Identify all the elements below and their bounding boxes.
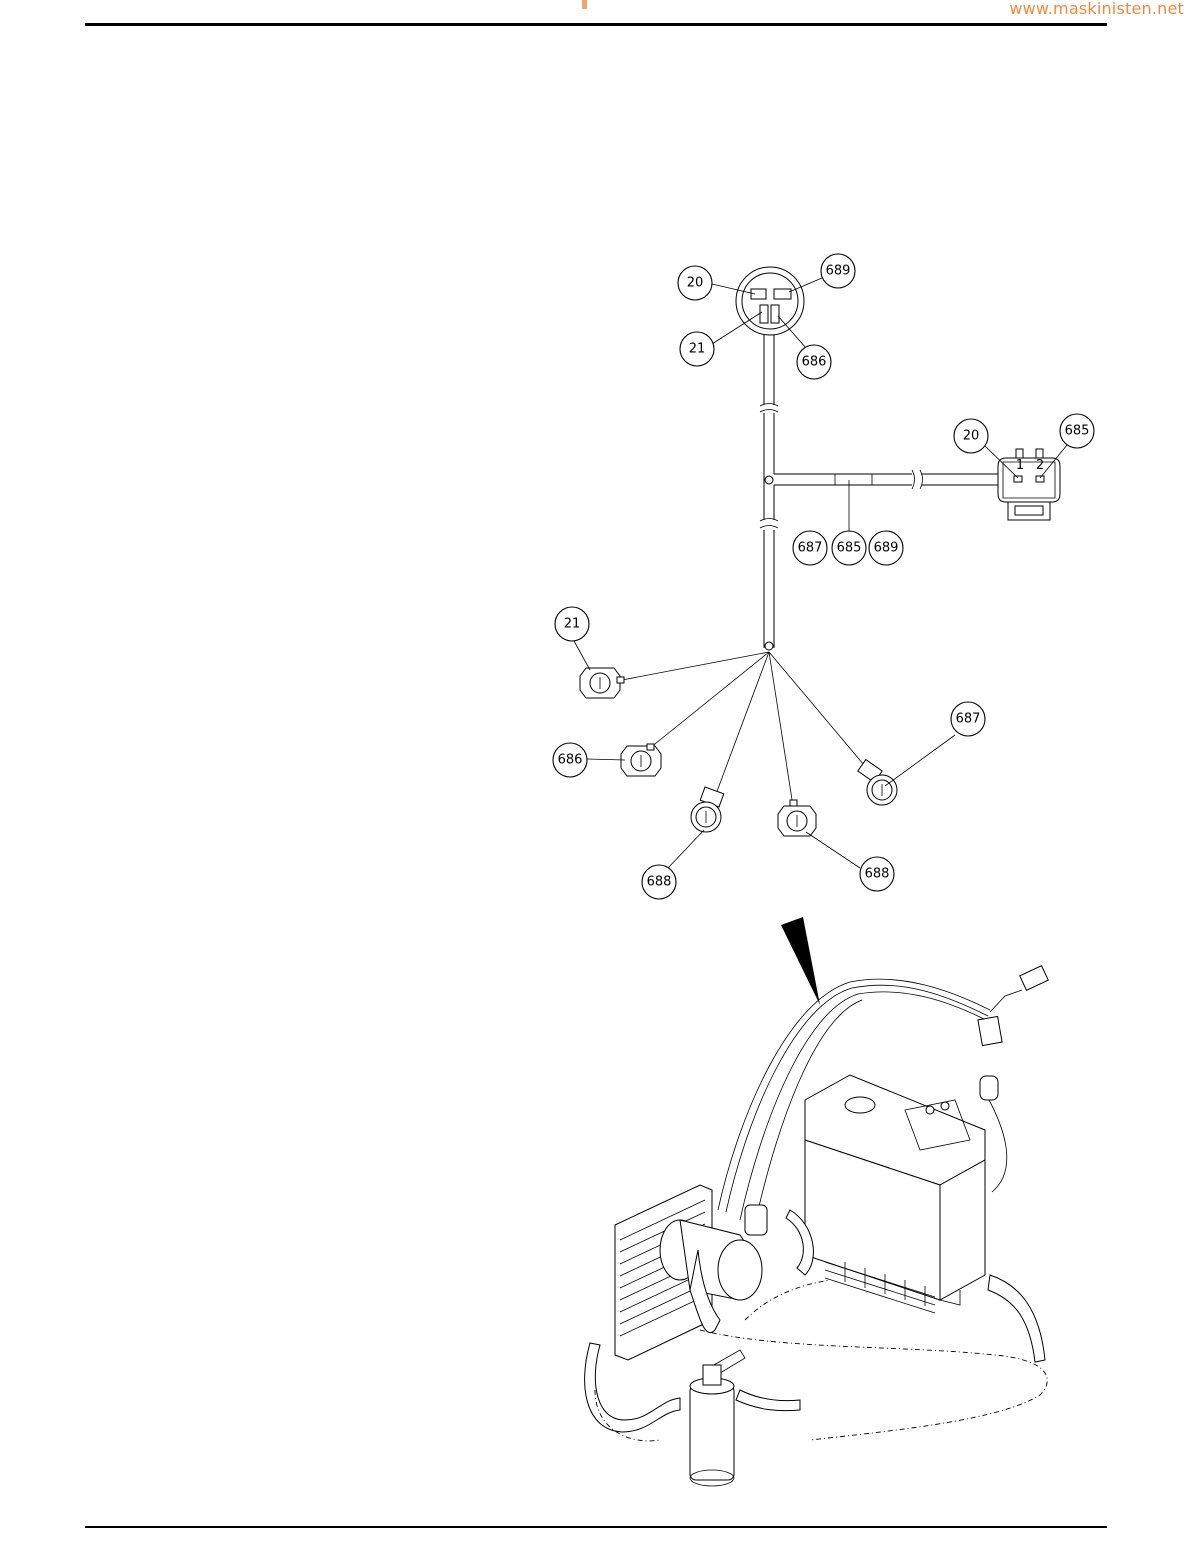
- callout-left-686: 686: [553, 743, 587, 777]
- callout-top-21: 21: [680, 332, 714, 366]
- callout-wire-685: 685: [832, 531, 866, 565]
- callout-wire-689: 689: [869, 531, 903, 565]
- svg-text:688: 688: [647, 875, 672, 890]
- pin-1-label: 1: [1016, 458, 1024, 473]
- svg-text:686: 686: [802, 355, 827, 370]
- callout-top-689: 689: [821, 254, 855, 288]
- pin-2-label: 2: [1036, 458, 1044, 473]
- sensor-bottom-688-b: [778, 800, 816, 836]
- svg-text:686: 686: [558, 753, 583, 768]
- svg-text:689: 689: [874, 541, 899, 556]
- svg-text:20: 20: [687, 276, 704, 291]
- callout-top-20: 20: [678, 266, 712, 300]
- callout-left-21: 21: [555, 607, 589, 641]
- callout-right-687: 687: [951, 702, 985, 736]
- sensor-left-21: [580, 668, 624, 698]
- svg-text:689: 689: [826, 264, 851, 279]
- callout-connector-685: 685: [1060, 414, 1094, 448]
- svg-text:21: 21: [689, 342, 706, 357]
- svg-text:687: 687: [798, 541, 823, 556]
- callout-top-686: 686: [797, 345, 831, 379]
- svg-text:688: 688: [865, 867, 890, 882]
- svg-text:21: 21: [564, 617, 581, 632]
- svg-text:685: 685: [1065, 424, 1090, 439]
- air-conditioning-assembly: [585, 966, 1049, 1486]
- callout-wire-687: 687: [793, 531, 827, 565]
- two-pin-connector: 1 2: [998, 449, 1060, 520]
- svg-text:687: 687: [956, 712, 981, 727]
- callout-bottom-688-b: 688: [860, 857, 894, 891]
- branch-wires: [622, 652, 864, 806]
- round-connector: [736, 267, 804, 335]
- harness-trunk: [760, 333, 998, 650]
- callout-connector-20: 20: [954, 419, 988, 453]
- sensor-bottom-688-a: [691, 787, 724, 832]
- pointer-arrow: [781, 917, 820, 1005]
- sensor-left-686: [621, 744, 661, 776]
- callout-bottom-688-a: 688: [642, 865, 676, 899]
- svg-text:685: 685: [837, 541, 862, 556]
- sensor-right-687: [858, 760, 897, 805]
- svg-text:20: 20: [963, 429, 980, 444]
